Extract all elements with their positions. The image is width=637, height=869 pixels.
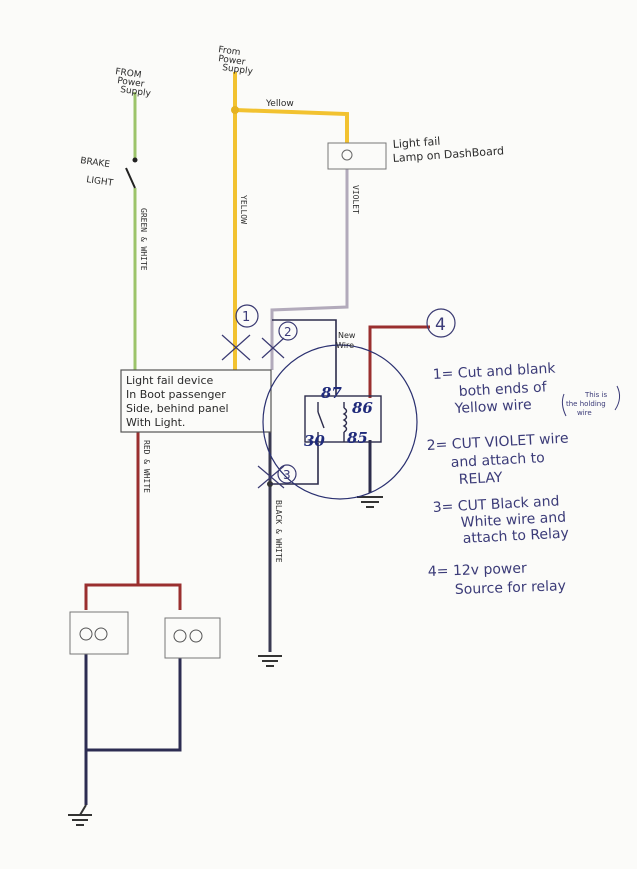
callout-3-number: 3: [283, 468, 291, 482]
callout-4-circle: [426, 308, 456, 338]
power-12v-wire: [368, 325, 430, 398]
power-center-label-3: Supply: [222, 63, 254, 77]
callout-1-number: 1: [242, 310, 250, 325]
callout-1-circle: [235, 304, 259, 328]
black-white-wire-label: BLACK & WHITE: [274, 500, 283, 563]
svg-text:2= CUT VIOLET wire: 2= CUT VIOLET wire: [426, 431, 569, 454]
cut-mark-yellow: [221, 334, 251, 361]
lamp-ground-link: [86, 650, 182, 752]
lamp-label-1: Light fail: [392, 135, 440, 151]
dashboard-lamp-box: [327, 142, 387, 170]
svg-text:1= Cut and blank: 1= Cut and blank: [432, 361, 556, 383]
callout-2-number: 2: [284, 325, 292, 339]
red-white-wire-branch: [138, 583, 182, 610]
svg-text:This is: This is: [584, 391, 607, 399]
yellow-wire-to-lamp: [234, 108, 349, 146]
svg-text:Source for relay: Source for relay: [455, 578, 567, 598]
relay-pin-85: 85: [347, 429, 368, 447]
relay-pin-86: 86: [352, 399, 373, 417]
relay-pin-87: 87: [321, 384, 342, 402]
tail-lamp-right: [164, 617, 221, 659]
svg-text:the holding: the holding: [566, 400, 606, 408]
tail-lamp-left: [69, 611, 129, 655]
brake-light-label-2: LIGHT: [86, 175, 115, 189]
callout-4-number: 4: [435, 315, 446, 335]
svg-text:attach to Relay: attach to Relay: [462, 525, 569, 547]
svg-text:and attach to: and attach to: [450, 450, 545, 471]
svg-text:4= 12v power: 4= 12v power: [428, 561, 528, 580]
power-center-label-1: From: [218, 45, 241, 58]
ground-symbol-relay: [357, 496, 383, 508]
svg-text:White wire and: White wire and: [460, 510, 566, 531]
power-left-label-3: Supply: [120, 85, 152, 99]
brake-switch-contact: [132, 157, 138, 163]
relay-30-wire: [270, 443, 319, 485]
yellow-junction: [231, 106, 239, 114]
device-label-1: Light fail device: [126, 374, 214, 387]
power-left-label-1: FROM: [115, 67, 142, 81]
cut-mark-violet: [261, 337, 285, 359]
device-label-2: In Boot passenger: [126, 388, 226, 401]
dashboard-lamp-bulb: [341, 149, 353, 161]
note-1: 1= Cut and blank both ends of Yellow wir…: [432, 361, 621, 417]
ground-symbol-lamps: [68, 804, 92, 826]
device-label-3: Side, behind panel: [126, 402, 229, 415]
brake-light-label-1: BRAKE: [80, 156, 111, 170]
svg-text:both ends of: both ends of: [458, 379, 548, 400]
red-white-wire-label: RED & WHITE: [142, 440, 151, 493]
violet-wire: [270, 168, 349, 370]
note-3: 3= CUT Black and White wire and attach t…: [432, 493, 569, 547]
relay-internals: [304, 395, 382, 443]
svg-text:RELAY: RELAY: [458, 470, 503, 488]
callout-2-circle: [278, 321, 298, 341]
new-wire: [272, 319, 337, 395]
new-wire-label-1: New: [338, 331, 356, 340]
relay-circle: [262, 344, 418, 500]
relay-pin-30: 30: [304, 432, 325, 450]
yellow-vertical-label: YELLOW: [239, 195, 248, 224]
red-white-wire: [84, 430, 140, 610]
brake-switch-arm: [125, 167, 136, 189]
svg-text:3= CUT Black and: 3= CUT Black and: [432, 493, 559, 516]
power-left-label-2: Power: [117, 76, 146, 90]
device-label-4: With Light.: [126, 416, 185, 429]
light-fail-device-box: [120, 369, 272, 433]
green-white-wire-label: GREEN & WHITE: [139, 208, 148, 271]
violet-vertical-label: VIOLET: [351, 185, 360, 214]
callout-3-circle: [277, 464, 297, 484]
ground-symbol-black-white: [258, 655, 282, 667]
svg-text:Yellow wire: Yellow wire: [453, 397, 532, 417]
power-center-label-2: Power: [218, 54, 247, 68]
note-4: 4= 12v power Source for relay: [428, 561, 567, 598]
new-wire-label-2: Wire: [336, 341, 354, 350]
yellow-wire-label: Yellow: [265, 99, 294, 109]
svg-text:wire: wire: [577, 409, 592, 417]
note-2: 2= CUT VIOLET wire and attach to RELAY: [426, 431, 569, 488]
